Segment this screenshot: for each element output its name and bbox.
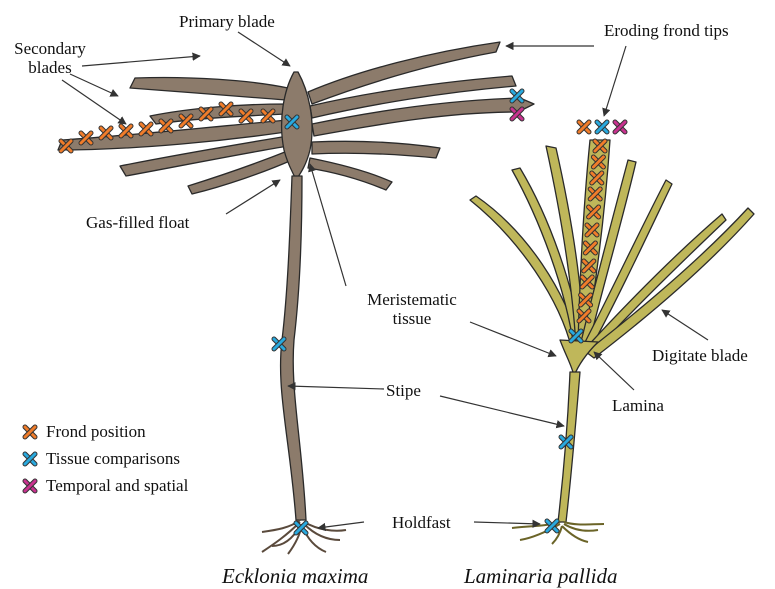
frond-position-marker xyxy=(141,124,151,134)
frond-position-marker xyxy=(589,207,599,217)
label-stipe: Stipe xyxy=(386,381,421,400)
frond-position-marker xyxy=(595,141,605,151)
blue-cross-icon xyxy=(22,451,38,467)
magenta-cross-icon xyxy=(22,478,38,494)
ecklonia-secondary-blade xyxy=(308,158,392,190)
legend-label: Temporal and spatial xyxy=(46,476,188,496)
label-eroding-frond-tips: Eroding frond tips xyxy=(604,21,729,40)
frond-position-marker xyxy=(61,141,71,151)
tissue-comparison-marker xyxy=(296,523,306,533)
legend-cross-icon xyxy=(25,454,35,464)
label-gas-filled-float: Gas-filled float xyxy=(86,213,189,232)
arrow-stipe-right xyxy=(440,396,564,426)
legend-label: Frond position xyxy=(46,422,146,442)
frond-position-marker xyxy=(121,126,131,136)
frond-position-marker xyxy=(201,109,211,119)
tissue-comparison-marker xyxy=(547,521,557,531)
tissue-comparison-marker xyxy=(274,339,284,349)
frond-position-marker xyxy=(592,173,602,183)
arrow-primary-blade xyxy=(238,32,290,66)
label-primary-blade: Primary blade xyxy=(179,12,275,31)
label-digitate-blade: Digitate blade xyxy=(652,346,748,365)
arrow-meristematic-2 xyxy=(470,322,556,356)
species-name-laminaria: Laminaria pallida xyxy=(464,564,617,589)
frond-position-marker xyxy=(101,128,111,138)
laminaria-lamina xyxy=(560,340,598,376)
label-holdfast: Holdfast xyxy=(392,513,451,532)
frond-position-marker xyxy=(181,116,191,126)
tissue-comparison-marker xyxy=(571,331,581,341)
arrow-secondary-blade-1 xyxy=(82,56,200,66)
frond-position-marker xyxy=(587,225,597,235)
laminaria-digit xyxy=(584,214,726,354)
arrow-stipe-left xyxy=(288,386,384,389)
frond-position-marker xyxy=(582,277,592,287)
frond-position-marker xyxy=(221,104,231,114)
frond-position-marker xyxy=(581,295,591,305)
tissue-comparison-marker xyxy=(597,122,607,132)
legend-cross-icon xyxy=(25,427,35,437)
temporal-spatial-marker xyxy=(512,109,522,119)
arrow-gas-float xyxy=(226,180,280,214)
tissue-comparison-marker xyxy=(287,117,297,127)
legend-item-tissue-comparisons: Tissue comparisons xyxy=(22,445,188,472)
tissue-comparison-marker xyxy=(512,91,522,101)
frond-position-marker xyxy=(579,122,589,132)
legend-label: Tissue comparisons xyxy=(46,449,180,469)
arrow-eroding-tips-2 xyxy=(604,46,626,116)
arrow-lamina xyxy=(594,352,634,390)
laminaria-pallida-illustration xyxy=(470,140,754,544)
temporal-spatial-marker xyxy=(615,122,625,132)
arrow-holdfast-left xyxy=(318,522,364,528)
frond-position-marker xyxy=(263,111,273,121)
frond-position-marker xyxy=(585,243,595,253)
ecklonia-secondary-blade xyxy=(130,77,288,100)
label-meristematic-tissue: Meristematic tissue xyxy=(352,290,472,328)
frond-position-marker xyxy=(81,133,91,143)
arrow-holdfast-right xyxy=(474,522,540,524)
frond-position-marker xyxy=(590,189,600,199)
arrow-secondary-blade-2 xyxy=(70,74,118,96)
tissue-comparison-marker xyxy=(561,437,571,447)
frond-position-marker xyxy=(584,261,594,271)
arrow-digitate xyxy=(662,310,708,340)
legend-item-frond-position: Frond position xyxy=(22,418,188,445)
legend-item-temporal-spatial: Temporal and spatial xyxy=(22,472,188,499)
ecklonia-secondary-blade xyxy=(312,141,440,158)
legend: Frond position Tissue comparisons Tempor… xyxy=(22,418,188,499)
frond-position-marker xyxy=(579,311,589,321)
frond-position-marker xyxy=(593,157,603,167)
frond-position-marker xyxy=(161,121,171,131)
arrow-secondary-blade-3 xyxy=(62,80,126,124)
orange-cross-icon xyxy=(22,424,38,440)
label-lamina: Lamina xyxy=(612,396,664,415)
species-name-ecklonia: Ecklonia maxima xyxy=(222,564,368,589)
arrow-meristematic-1 xyxy=(310,164,346,286)
label-secondary-blades: Secondary blades xyxy=(10,39,90,77)
frond-position-marker xyxy=(241,111,251,121)
legend-cross-icon xyxy=(25,481,35,491)
